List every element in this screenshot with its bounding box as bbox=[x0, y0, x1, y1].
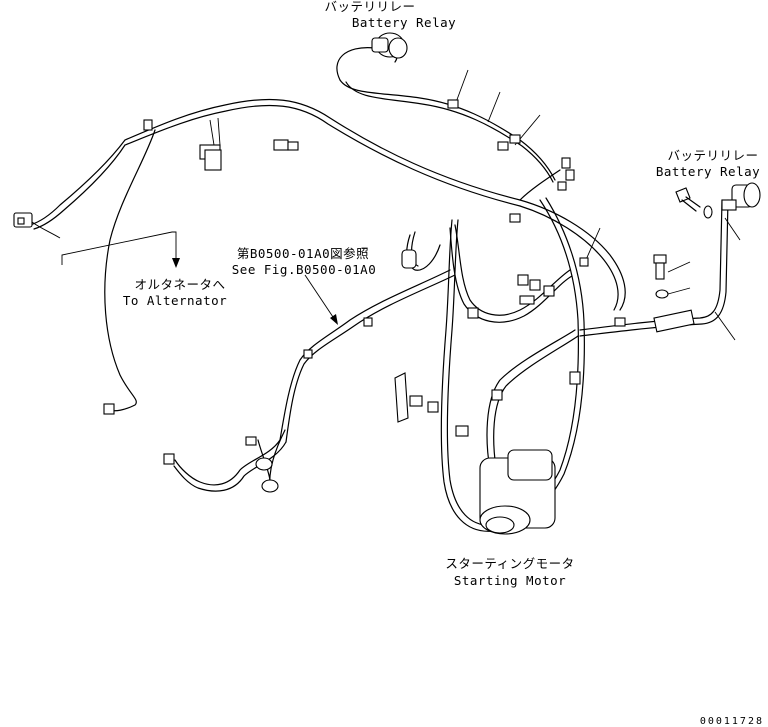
battery-relay-top-label-en: Battery Relay bbox=[352, 15, 456, 30]
see-fig-label-en: See Fig.B0500-01A0 bbox=[232, 262, 376, 277]
alternator-label-en: To Alternator bbox=[123, 293, 227, 308]
starting-motor-label-jp: スターティングモータ bbox=[445, 556, 574, 571]
drawing-number: 00011728 bbox=[700, 716, 764, 727]
starting-motor-label-en: Starting Motor bbox=[454, 573, 566, 588]
starting-motor bbox=[479, 449, 556, 535]
battery-relay-right bbox=[721, 182, 761, 211]
battery-relay-right-label-jp: バッテリリレー bbox=[667, 148, 758, 163]
battery-relay-top-label-jp: バッテリリレー bbox=[324, 0, 415, 14]
leader-lines bbox=[61, 69, 741, 341]
clamps bbox=[143, 99, 626, 446]
alternator-label-jp: オルタネータへ bbox=[134, 277, 225, 292]
bolts-hardware bbox=[653, 187, 713, 333]
battery-relay-right-label-en: Battery Relay bbox=[656, 164, 760, 179]
battery-relay-top bbox=[371, 32, 408, 59]
see-fig-label-jp: 第B0500-01A0図参照 bbox=[237, 246, 369, 261]
connectors bbox=[13, 117, 575, 493]
labels: バッテリリレー Battery Relay バッテリリレー Battery Re… bbox=[123, 0, 764, 727]
